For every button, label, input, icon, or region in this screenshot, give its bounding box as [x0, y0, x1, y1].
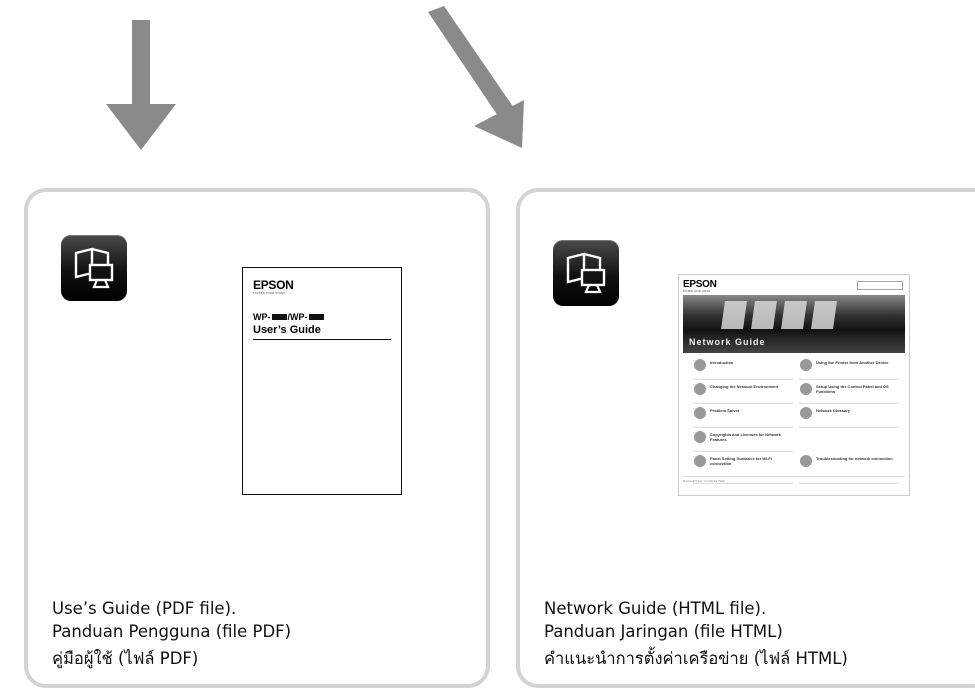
web-link: Troubleshooting for network connection — [799, 453, 899, 484]
redacted-block — [271, 314, 287, 320]
web-link: Copyrights and Licenses for Network Feat… — [693, 429, 793, 452]
diagonal-arrow — [428, 6, 524, 148]
web-footer: Home Printer Contents Help — [683, 476, 905, 483]
web-link: Problem Solver — [693, 405, 793, 428]
down-arrow — [106, 20, 176, 150]
network-guide-web-thumbnail: EPSON EXCEED YOUR VISION Network Guide I… — [678, 274, 910, 496]
book-monitor-icon — [61, 235, 127, 301]
caption-line: Panduan Jaringan (file HTML) — [544, 622, 783, 641]
web-search-box — [857, 281, 903, 290]
caption-line: คำแนะนำการตั้งค่าเครือข่าย (ไฟล์ HTML) — [544, 649, 848, 668]
web-banner: Network Guide — [683, 295, 905, 353]
caption-line: Use’s Guide (PDF file). — [52, 599, 237, 618]
document-brand: EPSON — [253, 278, 294, 292]
caption-line: Panduan Pengguna (file PDF) — [52, 622, 292, 641]
pdf-guide-panel: EPSON EXCEED YOUR VISION WP- /WP- User’s… — [24, 188, 490, 688]
html-guide-panel: EPSON EXCEED YOUR VISION Network Guide I… — [516, 188, 975, 688]
title-rule — [253, 339, 391, 340]
banner-title: Network Guide — [689, 337, 766, 347]
web-link: Setup Using the Control Panel and OS Fun… — [799, 381, 899, 404]
pdf-guide-caption: Use’s Guide (PDF file). Panduan Pengguna… — [52, 597, 291, 670]
model-prefix: WP- — [253, 312, 271, 322]
book-monitor-icon — [553, 240, 619, 306]
web-link: Network Glossary — [799, 405, 899, 428]
web-link: Using the Printer from Another Device — [799, 357, 899, 380]
model-separator: /WP- — [287, 312, 308, 322]
web-link: Panel Setting Guidance for Wi-Fi connect… — [693, 453, 793, 484]
web-tagline: EXCEED YOUR VISION — [683, 290, 711, 293]
web-link: Changing the Network Environment — [693, 381, 793, 404]
pdf-document-thumbnail: EPSON EXCEED YOUR VISION WP- /WP- User’s… — [242, 267, 402, 495]
web-brand: EPSON — [683, 279, 717, 290]
caption-line: คู่มือผู้ใช้ (ไฟล์ PDF) — [52, 649, 199, 668]
caption-line: Network Guide (HTML file). — [544, 599, 767, 618]
document-model: WP- /WP- — [253, 312, 324, 322]
document-tagline: EXCEED YOUR VISION — [253, 291, 286, 295]
web-link: Introduction — [693, 357, 793, 380]
redacted-block — [308, 314, 324, 320]
html-guide-caption: Network Guide (HTML file). Panduan Jarin… — [544, 597, 848, 670]
document-title: User’s Guide — [253, 324, 321, 336]
